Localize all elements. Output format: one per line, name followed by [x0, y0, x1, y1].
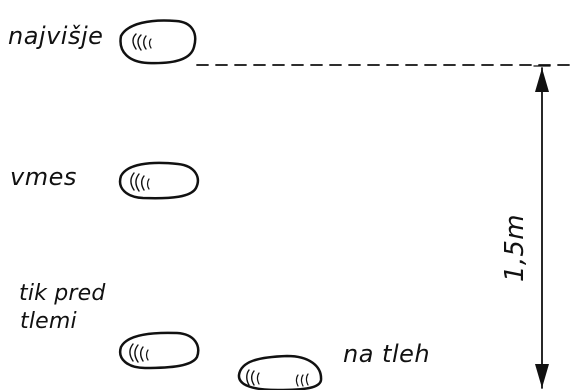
label-low-line2: tlemi — [20, 309, 77, 334]
stone-icon — [118, 331, 200, 370]
dimension-label: 1,5m — [500, 214, 530, 282]
label-middle: vmes — [10, 163, 77, 191]
stone-icon — [119, 19, 197, 65]
label-ground: na tleh — [343, 340, 430, 368]
stone-icon — [237, 354, 323, 390]
dimension-arrow-icon — [533, 65, 551, 389]
stone-icon — [118, 161, 200, 200]
label-low-line1: tik pred — [19, 281, 106, 306]
label-top: najvišje — [8, 22, 103, 50]
